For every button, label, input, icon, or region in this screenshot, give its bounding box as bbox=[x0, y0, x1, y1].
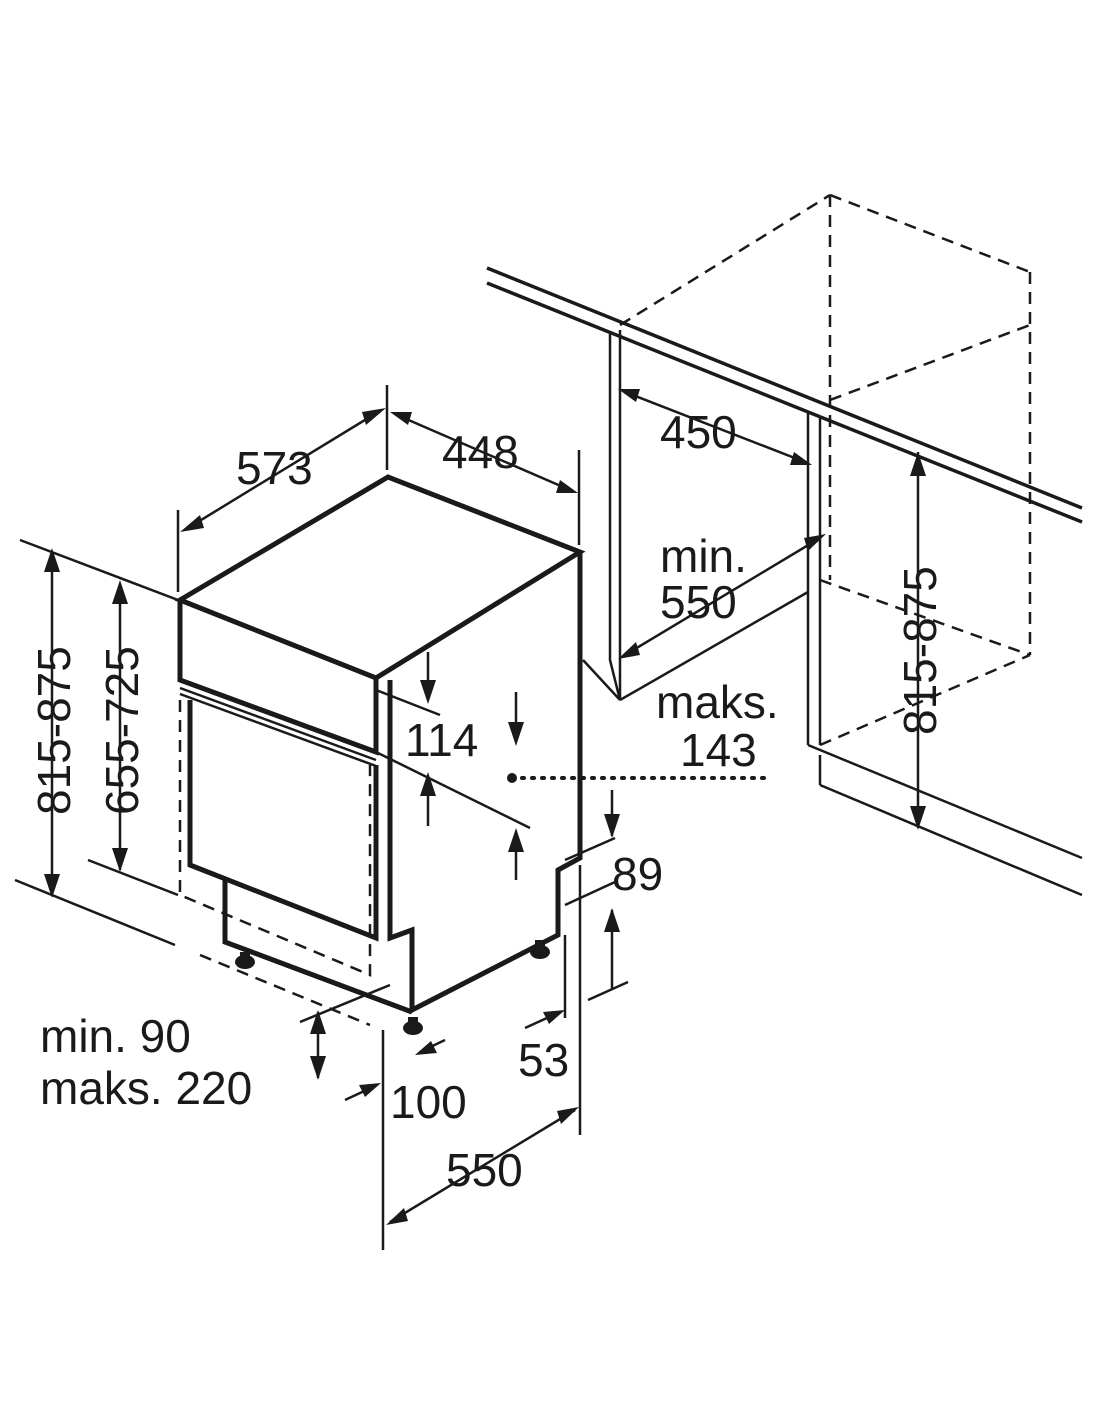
arrow-550-min-left bbox=[618, 642, 640, 659]
foot-stem-3 bbox=[535, 940, 545, 952]
arrow-143-top bbox=[508, 722, 524, 746]
label-450: 450 bbox=[660, 406, 737, 458]
worktop-edge-top bbox=[486, 266, 1083, 510]
arrow-100-left bbox=[359, 1083, 381, 1097]
arrow-573-left bbox=[180, 515, 204, 532]
base-edge bbox=[224, 940, 413, 1014]
label-114: 114 bbox=[405, 714, 478, 766]
ext-114-top bbox=[375, 688, 441, 717]
dim-573 bbox=[187, 410, 379, 530]
door-panel bbox=[187, 700, 379, 942]
label-550-total: 550 bbox=[446, 1144, 523, 1196]
arrow-114-bottom bbox=[420, 772, 436, 796]
label-448: 448 bbox=[442, 426, 519, 478]
dashed-door-outline bbox=[178, 700, 372, 977]
arrow-550-right bbox=[557, 1107, 579, 1124]
dashed-bottom-front bbox=[819, 653, 1031, 747]
label-143: 143 bbox=[680, 724, 757, 776]
ext-90-top bbox=[299, 983, 391, 1024]
label-maks: maks. bbox=[656, 676, 779, 728]
arrow-550-min-right bbox=[804, 534, 826, 551]
label-655-725: 655-725 bbox=[96, 646, 148, 815]
dim-min-550 bbox=[624, 536, 821, 657]
dashed-top-back bbox=[829, 193, 1031, 274]
label-815-875-right: 815-875 bbox=[894, 566, 946, 735]
arrowheads bbox=[44, 389, 926, 1225]
foot-stem-1 bbox=[240, 952, 250, 962]
arrow-100-right bbox=[415, 1041, 437, 1055]
dashed-mid bbox=[829, 323, 1031, 402]
label-min: min. bbox=[660, 530, 747, 582]
arrow-815-left-top bbox=[44, 548, 60, 572]
label-min-90: min. 90 bbox=[40, 1010, 191, 1062]
labels: 573 448 450 min. 550 maks. 143 114 89 53… bbox=[28, 406, 946, 1196]
left-side-panel bbox=[608, 330, 622, 701]
control-panel-strip-1 bbox=[179, 686, 377, 762]
label-100: 100 bbox=[390, 1076, 467, 1128]
label-550-niche: 550 bbox=[660, 576, 737, 628]
dim-450 bbox=[624, 390, 806, 464]
arrow-815-right-top bbox=[910, 452, 926, 476]
arrow-448-right bbox=[556, 480, 578, 493]
ext-815-left-bottom bbox=[14, 878, 176, 947]
base-left bbox=[222, 880, 413, 1015]
dim-143-dot bbox=[507, 773, 517, 783]
dimension-lines bbox=[14, 385, 920, 1250]
ext-89-tick bbox=[587, 980, 629, 1002]
ext-655-bottom bbox=[87, 858, 179, 897]
label-53: 53 bbox=[518, 1034, 569, 1086]
right-side-floor-1 bbox=[807, 743, 1083, 860]
dim-448 bbox=[396, 413, 571, 492]
label-815-875-left: 815-875 bbox=[28, 646, 80, 815]
arrow-53 bbox=[543, 1010, 565, 1024]
arrow-114-top bbox=[420, 680, 436, 704]
arrow-815-right-bottom bbox=[910, 806, 926, 830]
dim-550-bottom bbox=[389, 1108, 576, 1224]
control-panel-front bbox=[177, 600, 379, 756]
control-panel-strip-2 bbox=[179, 692, 377, 768]
dashed-floor-line bbox=[199, 953, 371, 1027]
arrow-450-right bbox=[790, 452, 812, 465]
label-573: 573 bbox=[236, 442, 313, 494]
dashed-bottom-back bbox=[819, 578, 1031, 657]
left-side-foot bbox=[582, 659, 621, 701]
arrow-450-left bbox=[618, 389, 640, 402]
ext-89-top bbox=[564, 836, 616, 862]
ext-815-left-top bbox=[19, 538, 179, 602]
arrow-89-top bbox=[604, 814, 620, 838]
right-side-floor-2 bbox=[819, 783, 1083, 897]
label-89: 89 bbox=[612, 848, 663, 900]
label-maks-220: maks. 220 bbox=[40, 1062, 252, 1114]
ext-114-bottom bbox=[375, 750, 531, 830]
arrow-90-top bbox=[310, 1010, 326, 1034]
arrow-550-left bbox=[386, 1208, 408, 1225]
dashed-top-left bbox=[619, 193, 831, 327]
dishwasher bbox=[174, 474, 586, 1035]
dishwasher-side bbox=[387, 552, 583, 1015]
arrow-655-bottom bbox=[112, 848, 128, 872]
arrow-89-bottom bbox=[604, 908, 620, 932]
arrow-655-top bbox=[112, 580, 128, 604]
arrow-448-left bbox=[390, 412, 412, 425]
dishwasher-top bbox=[174, 474, 586, 681]
arrow-143-bottom bbox=[508, 828, 524, 852]
arrow-815-left-bottom bbox=[44, 874, 60, 898]
arrow-90-bottom bbox=[310, 1056, 326, 1080]
left-side-base bbox=[619, 590, 809, 702]
ext-89-bottom bbox=[564, 880, 616, 907]
worktop-edge-bottom bbox=[486, 281, 1083, 524]
foot-stem-2 bbox=[408, 1017, 418, 1028]
kitchen-cabinet bbox=[486, 193, 1083, 897]
arrow-573-right bbox=[362, 408, 386, 425]
